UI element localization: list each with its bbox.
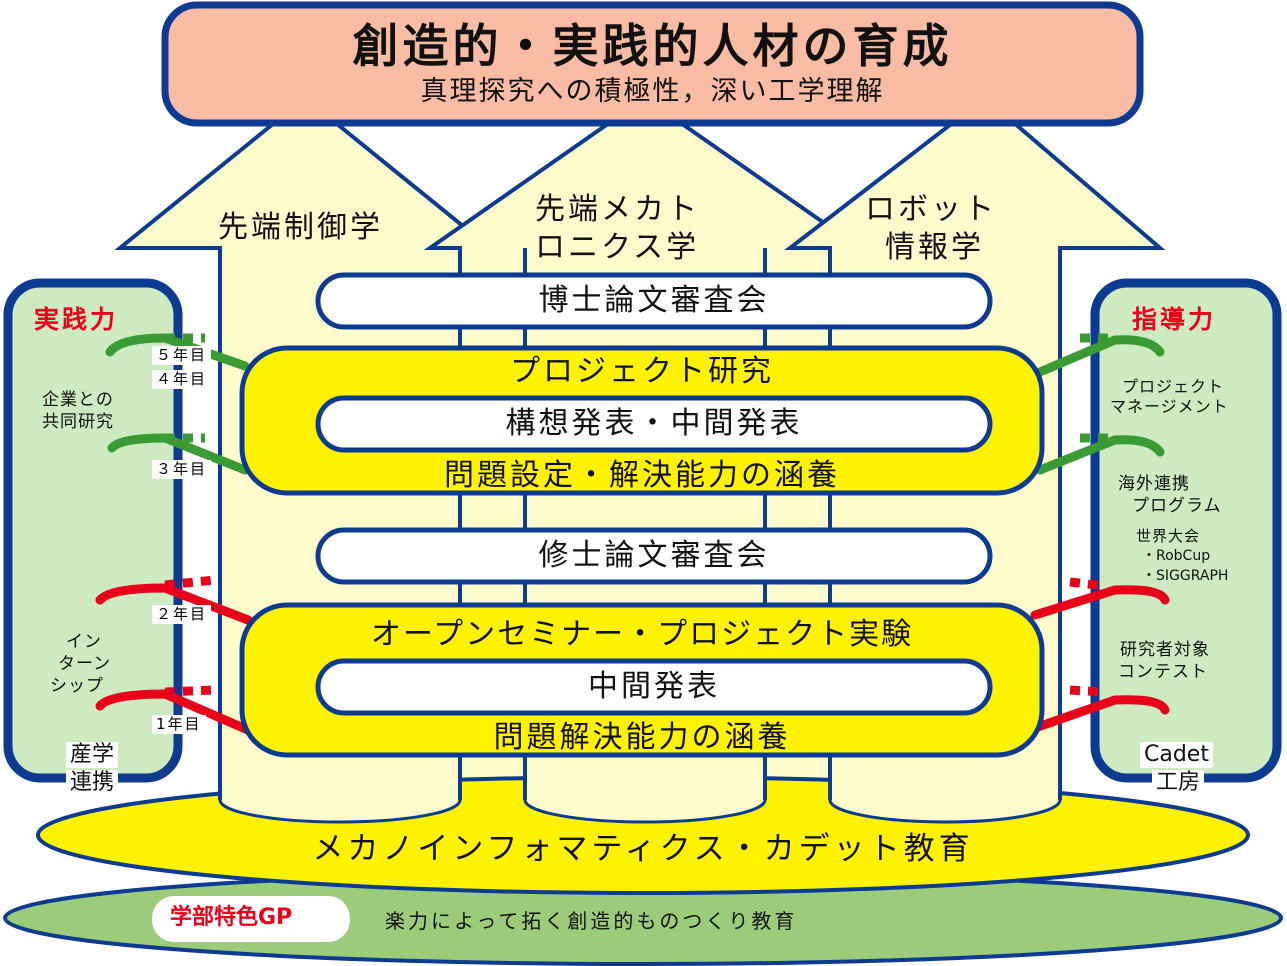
midterm-text: 中間発表: [588, 669, 720, 704]
field-control-label: 先端制御学: [218, 210, 383, 245]
plan-midterm-box: [315, 395, 993, 453]
right-pillar-title: 指導力: [1132, 305, 1217, 334]
field-robot-label-2: 情報学: [885, 230, 984, 265]
cadet-education-text: メカノインフォマティクス・カデット教育: [312, 831, 974, 867]
internship-line-1: イン: [66, 632, 102, 652]
year-2-label: ２年目: [152, 605, 212, 624]
researcher-contest-line-1: 研究者対象: [1120, 640, 1210, 660]
gp-badge-bg: [152, 896, 350, 942]
problem-solving-master-text: 問題解決能力の涵養: [493, 720, 791, 755]
overseas-line-1: 海外連携: [1118, 474, 1190, 494]
year-4-label: ４年目: [152, 370, 212, 389]
field-robot-label-1: ロボット: [865, 192, 997, 227]
doctor-review-box: [315, 272, 993, 330]
project-research-text: プロジェクト研究: [510, 354, 774, 389]
world-contest-line-3: ・SIGGRAPH: [1142, 568, 1229, 584]
joint-research-line-2: 共同研究: [42, 412, 114, 432]
open-seminar-text: オープンセミナー・プロジェクト実験: [370, 617, 914, 652]
gp-description-text: 楽力によって拓く創造的ものつくり教育: [385, 909, 798, 933]
world-contest-line-1: 世界大会: [1136, 527, 1201, 545]
researcher-contest-line-2: コンテスト: [1118, 662, 1208, 682]
gp-badge-text: 学部特色GP: [170, 905, 293, 930]
project-management-line-1: プロジェクト: [1122, 377, 1225, 396]
field-mechatronics-label-1: 先端メカト: [535, 192, 700, 227]
right-base-line-1: Cadet: [1140, 742, 1213, 768]
world-contest-line-2: ・RobCup: [1142, 548, 1211, 564]
master-review-text: 修士論文審査会: [538, 538, 770, 573]
internship-line-2: ターン: [58, 654, 112, 674]
master-review-box: [315, 527, 993, 585]
overseas-line-2: プログラム: [1132, 496, 1222, 516]
field-mechatronics-label-2: ロニクス学: [535, 230, 700, 265]
plan-midterm-text: 構想発表・中間発表: [505, 406, 803, 441]
year-5-label: ５年目: [152, 346, 212, 365]
doctor-review-text: 博士論文審査会: [538, 283, 770, 318]
year-3-label: ３年目: [152, 460, 212, 479]
right-base-line-2: 工房: [1152, 770, 1205, 796]
left-base-line-2: 連携: [66, 770, 119, 796]
left-base-line-1: 産学: [66, 742, 119, 768]
year-1-label: 1年目: [152, 715, 206, 734]
midterm-box: [315, 658, 993, 716]
page-title: 創造的・実践的人材の育成: [352, 19, 953, 73]
joint-research-line-1: 企業との: [42, 390, 114, 410]
internship-line-3: シップ: [50, 676, 104, 696]
project-management-line-2: マネージメント: [1110, 397, 1229, 416]
page-subtitle: 真理探究への積極性，深い工学理解: [420, 76, 885, 107]
left-pillar-title: 実践力: [34, 305, 119, 334]
title-box: [161, 1, 1144, 127]
problem-solving-doctor-text: 問題設定・解決能力の涵養: [444, 458, 840, 493]
